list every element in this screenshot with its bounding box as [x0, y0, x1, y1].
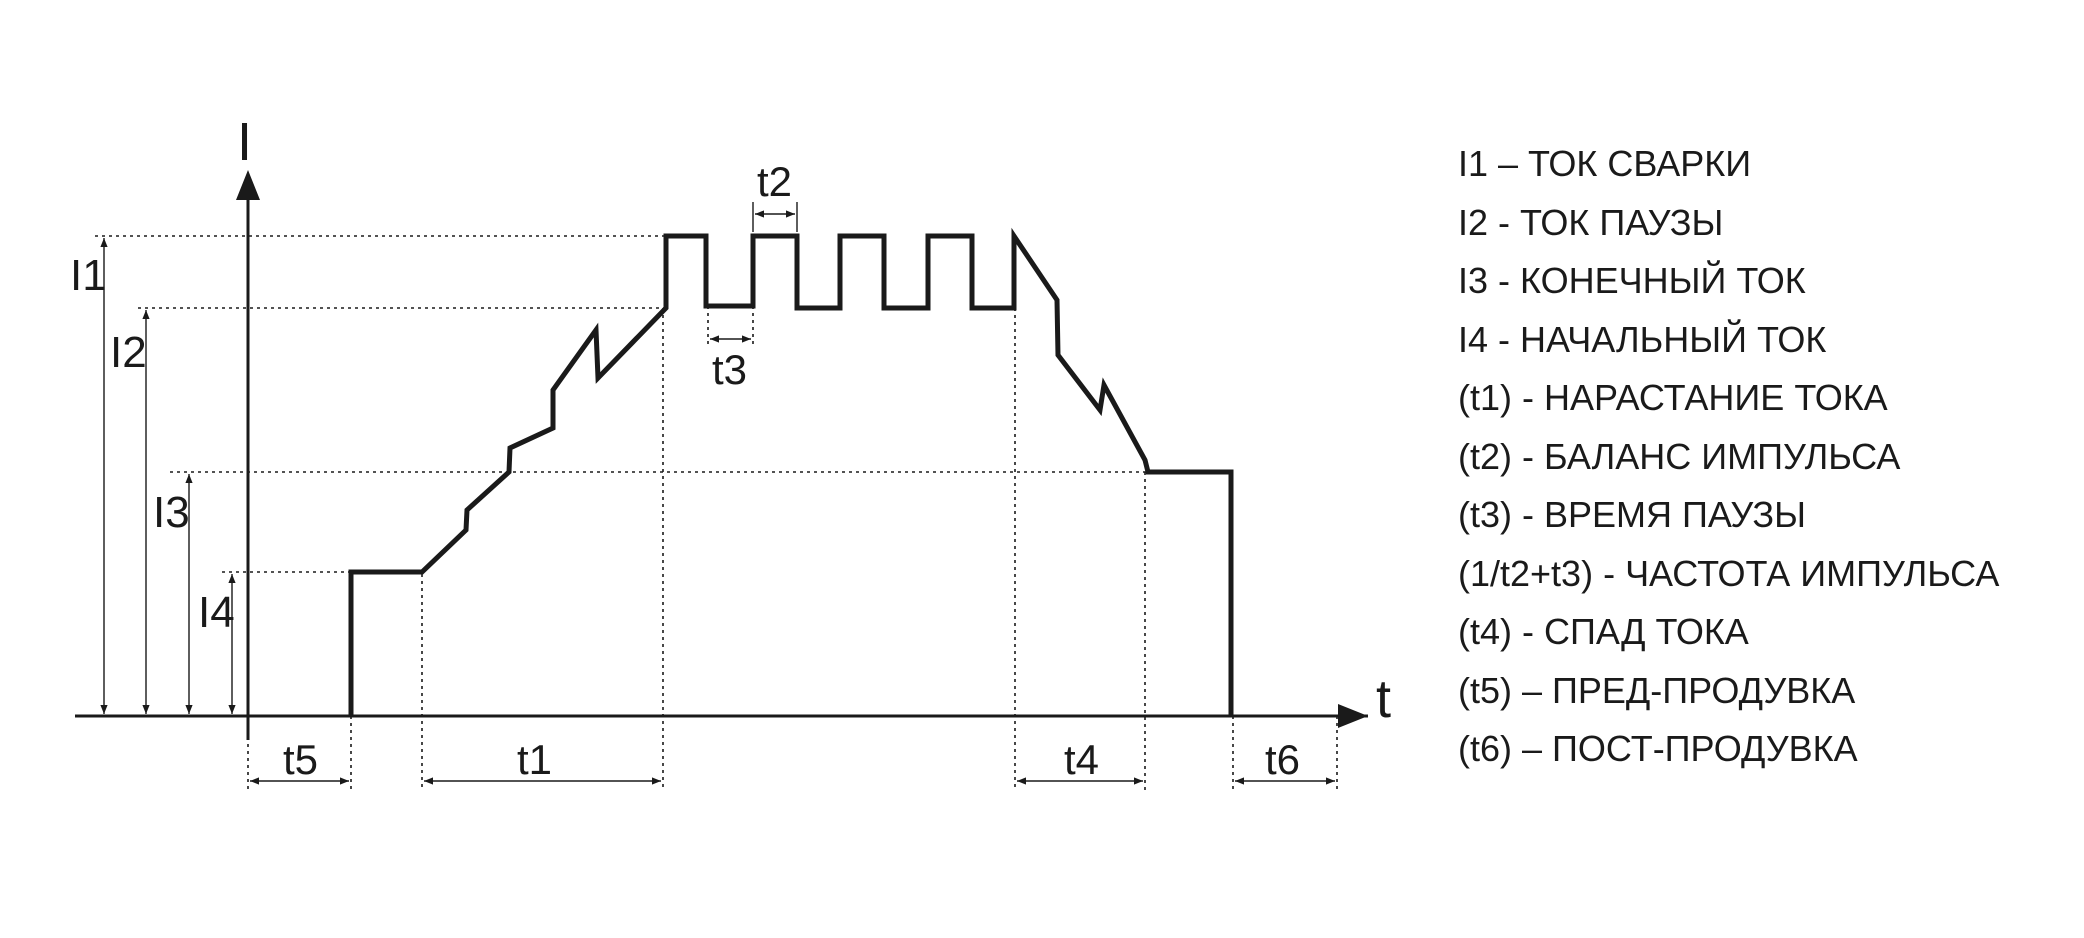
legend-item: I2 - ТОК ПАУЗЫ [1458, 201, 1724, 243]
legend-item: (1/t2+t3) - ЧАСТОТА ИМПУЛЬСА [1458, 552, 2000, 594]
level-label-i3: I3 [153, 488, 190, 537]
y-axis-arrowhead [236, 170, 260, 200]
legend-item: (t4) - СПАД ТОКА [1458, 611, 1749, 652]
legend-item: I1 – ТОК СВАРКИ [1458, 143, 1752, 184]
legend: I1 – ТОК СВАРКИ I2 - ТОК ПАУЗЫ I3 - КОНЕ… [1458, 135, 2078, 779]
legend-item: (t3) - ВРЕМЯ ПАУЗЫ [1458, 494, 1807, 535]
time-label-t3: t3 [712, 346, 747, 393]
level-guides [95, 235, 1148, 573]
time-label-t2: t2 [757, 158, 792, 205]
x-axis-label: t [1376, 669, 1391, 729]
time-dimensions [250, 202, 1335, 785]
time-label-t6: t6 [1265, 736, 1300, 783]
level-label-i1: I1 [70, 251, 107, 300]
y-axis-label: I [237, 112, 252, 172]
current-waveform [348, 227, 1234, 716]
legend-item: I4 - НАЧАЛЬНЫЙ ТОК [1458, 318, 1827, 360]
time-guides [247, 306, 1338, 790]
legend-item: I3 - КОНЕЧНЫЙ ТОК [1458, 260, 1806, 301]
legend-item: (t5) – ПРЕД-ПРОДУВКА [1458, 669, 1856, 711]
level-label-i2: I2 [110, 328, 147, 377]
time-label-t4: t4 [1064, 736, 1099, 783]
level-label-i4: I4 [198, 588, 235, 637]
level-dimensions [100, 238, 236, 714]
legend-item: (t2) - БАЛАНС ИМПУЛЬСА [1458, 435, 1901, 477]
x-axis-arrowhead [1338, 704, 1368, 728]
legend-item: (t6) – ПОСТ-ПРОДУВКА [1458, 728, 1858, 769]
time-label-t5: t5 [283, 736, 318, 783]
time-label-t1: t1 [517, 736, 552, 783]
legend-item: (t1) - НАРАСТАНИЕ ТОКА [1458, 377, 1888, 418]
